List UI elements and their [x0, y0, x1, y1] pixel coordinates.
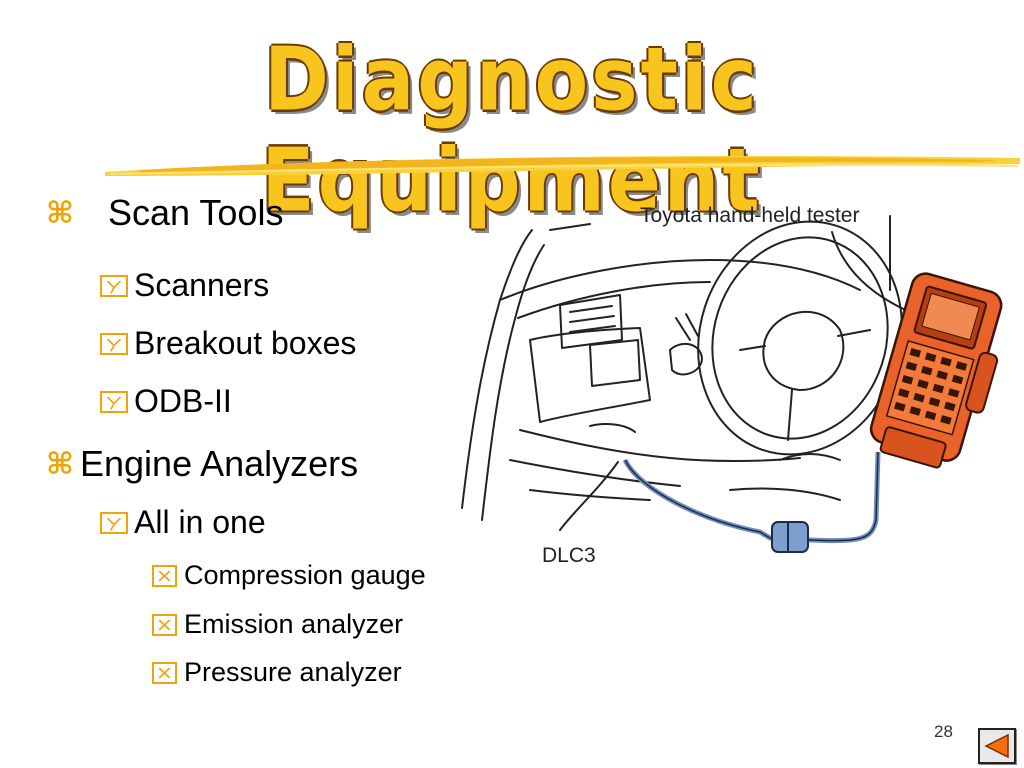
- bullet-breakout-boxes-label: Breakout boxes: [134, 325, 357, 361]
- bullet-emission-analyzer: Emission analyzer: [152, 609, 403, 640]
- bullet-scanners-label: Scanners: [134, 267, 270, 303]
- bullet-pressure-analyzer-label: Pressure analyzer: [184, 657, 402, 687]
- x-box-icon: [152, 661, 177, 684]
- z-bullet-icon: ⌘: [46, 446, 74, 482]
- x-box-icon: [152, 613, 177, 636]
- triangle-left-icon: [984, 733, 1009, 759]
- previous-slide-button[interactable]: [978, 728, 1016, 764]
- bullet-emission-analyzer-label: Emission analyzer: [184, 609, 404, 639]
- bullet-engine-analyzers: ⌘ Engine Analyzers: [46, 443, 358, 485]
- dashboard-tester-illustration: Toyota hand-held tester DLC3: [461, 204, 1003, 567]
- bullet-engine-analyzers-label: Engine Analyzers: [80, 443, 359, 484]
- y-box-icon: [100, 332, 128, 355]
- y-box-icon: [100, 274, 128, 297]
- bullet-odb: ODB-II: [100, 383, 232, 420]
- bullet-scan-tools-label: Scan Tools: [108, 192, 284, 233]
- dlc3-caption: DLC3: [542, 544, 596, 567]
- bullet-pressure-analyzer: Pressure analyzer: [152, 657, 402, 688]
- bullet-all-in-one: All in one: [100, 504, 266, 541]
- bullet-breakout-boxes: Breakout boxes: [100, 325, 356, 362]
- title-underline-swoosh: [105, 155, 1020, 176]
- x-box-icon: [152, 564, 177, 587]
- bullet-scan-tools: ⌘ Scan Tools: [46, 192, 283, 234]
- bullet-compression-gauge-label: Compression gauge: [184, 560, 426, 590]
- bullet-scanners: Scanners: [100, 267, 269, 304]
- hand-held-tester: [869, 272, 1003, 469]
- dashboard-drawing: [461, 215, 911, 531]
- z-bullet-icon: ⌘: [46, 195, 74, 231]
- cable-connector: [771, 521, 809, 553]
- y-box-icon: [100, 390, 128, 413]
- bullet-compression-gauge: Compression gauge: [152, 560, 426, 591]
- page-number: 28: [934, 722, 953, 741]
- slide-title: Diagnostic Equipment: [261, 30, 763, 232]
- y-box-icon: [100, 511, 128, 534]
- bullet-odb-label: ODB-II: [134, 383, 232, 419]
- bullet-all-in-one-label: All in one: [134, 504, 266, 540]
